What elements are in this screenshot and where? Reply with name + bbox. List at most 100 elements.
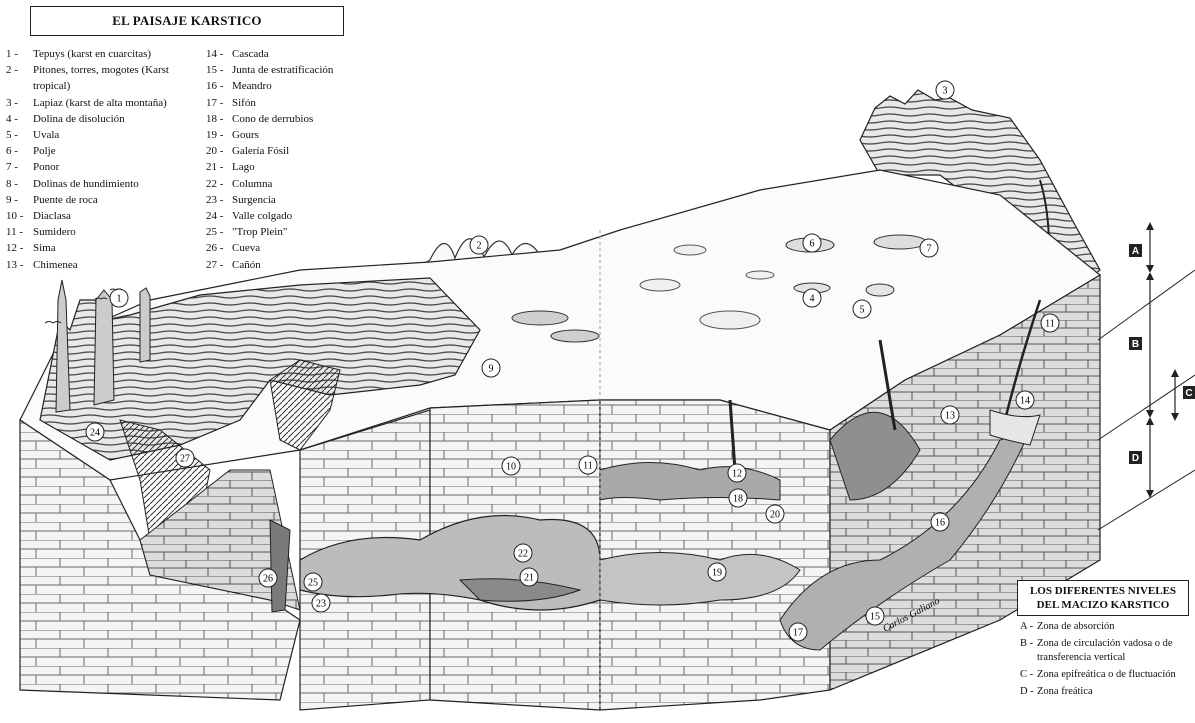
levels-title-line1: LOS DIFERENTES NIVELES (1018, 584, 1188, 598)
legend-number: 1 - (6, 46, 33, 62)
legend-number: 12 - (6, 240, 33, 256)
legend-number: 2 - (6, 62, 33, 94)
marker-number: 11 (583, 461, 593, 472)
legend-number: 22 - (206, 176, 232, 192)
legend-text: "Trop Plein" (232, 224, 376, 240)
feature-marker: 16 (931, 513, 949, 531)
legend-entry: 5 -Uvala (6, 127, 186, 143)
feature-marker: 17 (789, 623, 807, 641)
legend-text: Sima (33, 240, 186, 256)
marker-number: 7 (927, 244, 932, 255)
legend-entry: 1 -Tepuys (karst en cuarcitas) (6, 46, 186, 62)
legend-text: Dolina de disolución (33, 111, 186, 127)
feature-marker: 10 (502, 457, 520, 475)
legend-text: Tepuys (karst en cuarcitas) (33, 46, 186, 62)
legend-number: 3 - (6, 95, 33, 111)
marker-number: 18 (733, 494, 743, 505)
marker-number: 9 (489, 364, 494, 375)
legend-text: Zona de absorción (1037, 620, 1192, 634)
zone-tag-a-label: A (1132, 246, 1139, 257)
marker-number: 4 (810, 294, 815, 305)
legend-entry: 20 -Galería Fósil (206, 143, 376, 159)
legend-entry: 12 -Sima (6, 240, 186, 256)
legend-text: Gours (232, 127, 376, 143)
legend-text: Galería Fósil (232, 143, 376, 159)
marker-number: 3 (943, 86, 948, 97)
feature-marker: 3 (936, 81, 954, 99)
legend-text: Cañón (232, 257, 376, 273)
marker-number: 10 (506, 462, 516, 473)
legend-number: 27 - (206, 257, 232, 273)
legend-entry: 15 -Junta de estratificación (206, 62, 376, 78)
legend-number: 8 - (6, 176, 33, 192)
feature-marker: 24 (86, 423, 104, 441)
feature-marker: 4 (803, 289, 821, 307)
feature-marker: 18 (729, 489, 747, 507)
legend-text: Pitones, torres, mogotes (Karst tropical… (33, 62, 186, 94)
legend-number: D - (1020, 685, 1037, 699)
zone-tag-c-label: C (1185, 388, 1192, 399)
legend-number: 25 - (206, 224, 232, 240)
feature-marker: 9 (482, 359, 500, 377)
legend-text: Cono de derrubios (232, 111, 376, 127)
marker-number: 17 (793, 628, 803, 639)
marker-number: 23 (316, 599, 326, 610)
legend-number: 17 - (206, 95, 232, 111)
legend-entry: 18 -Cono de derrubios (206, 111, 376, 127)
feature-marker: 21 (520, 568, 538, 586)
legend-number: 26 - (206, 240, 232, 256)
legend-number: 24 - (206, 208, 232, 224)
legend-left: 1 -Tepuys (karst en cuarcitas)2 -Pitones… (6, 46, 186, 273)
levels-title: LOS DIFERENTES NIVELES DEL MACIZO KARSTI… (1017, 580, 1189, 616)
feature-marker: 6 (803, 234, 821, 252)
legend-text: Sifón (232, 95, 376, 111)
feature-marker: 11 (579, 456, 597, 474)
legend-number: B - (1020, 637, 1037, 665)
legend-entry: 8 -Dolinas de hundimiento (6, 176, 186, 192)
legend-text: Zona de circulación vadosa o de transfer… (1037, 637, 1192, 665)
legend-entry: 27 -Cañón (206, 257, 376, 273)
marker-number: 27 (180, 454, 190, 465)
legend-entry: 3 -Lapiaz (karst de alta montaña) (6, 95, 186, 111)
legend-entry: 25 -"Trop Plein" (206, 224, 376, 240)
legend-entry: 2 -Pitones, torres, mogotes (Karst tropi… (6, 62, 186, 94)
feature-marker: 2 (470, 236, 488, 254)
legend-text: Ponor (33, 159, 186, 175)
marker-number: 14 (1020, 396, 1030, 407)
legend-number: 6 - (6, 143, 33, 159)
legend-number: 7 - (6, 159, 33, 175)
feature-marker: 25 (304, 573, 322, 591)
legend-text: Valle colgado (232, 208, 376, 224)
feature-marker: 19 (708, 563, 726, 581)
feature-marker: 22 (514, 544, 532, 562)
marker-number: 11 (1045, 319, 1055, 330)
levels-list: A -Zona de absorción B -Zona de circulaci… (1020, 620, 1192, 702)
feature-marker: 5 (853, 300, 871, 318)
marker-number: 12 (732, 469, 742, 480)
marker-number: 26 (263, 574, 273, 585)
marker-number: 20 (770, 510, 780, 521)
legend-text: Puente de roca (33, 192, 186, 208)
marker-number: 24 (90, 428, 100, 439)
legend-entry: B -Zona de circulación vadosa o de trans… (1020, 637, 1192, 665)
legend-number: 11 - (6, 224, 33, 240)
feature-marker: 15 (866, 607, 884, 625)
feature-marker: 14 (1016, 391, 1034, 409)
legend-number: 10 - (6, 208, 33, 224)
legend-entry: C -Zona epifreática o de fluctuación (1020, 668, 1192, 682)
feature-marker: 7 (920, 239, 938, 257)
legend-entry: 16 -Meandro (206, 78, 376, 94)
legend-entry: A -Zona de absorción (1020, 620, 1192, 634)
legend-entry: 14 -Cascada (206, 46, 376, 62)
legend-number: 19 - (206, 127, 232, 143)
legend-text: Meandro (232, 78, 376, 94)
legend-number: 20 - (206, 143, 232, 159)
legend-text: Dolinas de hundimiento (33, 176, 186, 192)
zone-tag-d-label: D (1132, 453, 1139, 464)
legend-text: Cueva (232, 240, 376, 256)
legend-entry: 6 -Polje (6, 143, 186, 159)
feature-marker: 12 (728, 464, 746, 482)
marker-number: 21 (524, 573, 534, 584)
legend-number: 21 - (206, 159, 232, 175)
